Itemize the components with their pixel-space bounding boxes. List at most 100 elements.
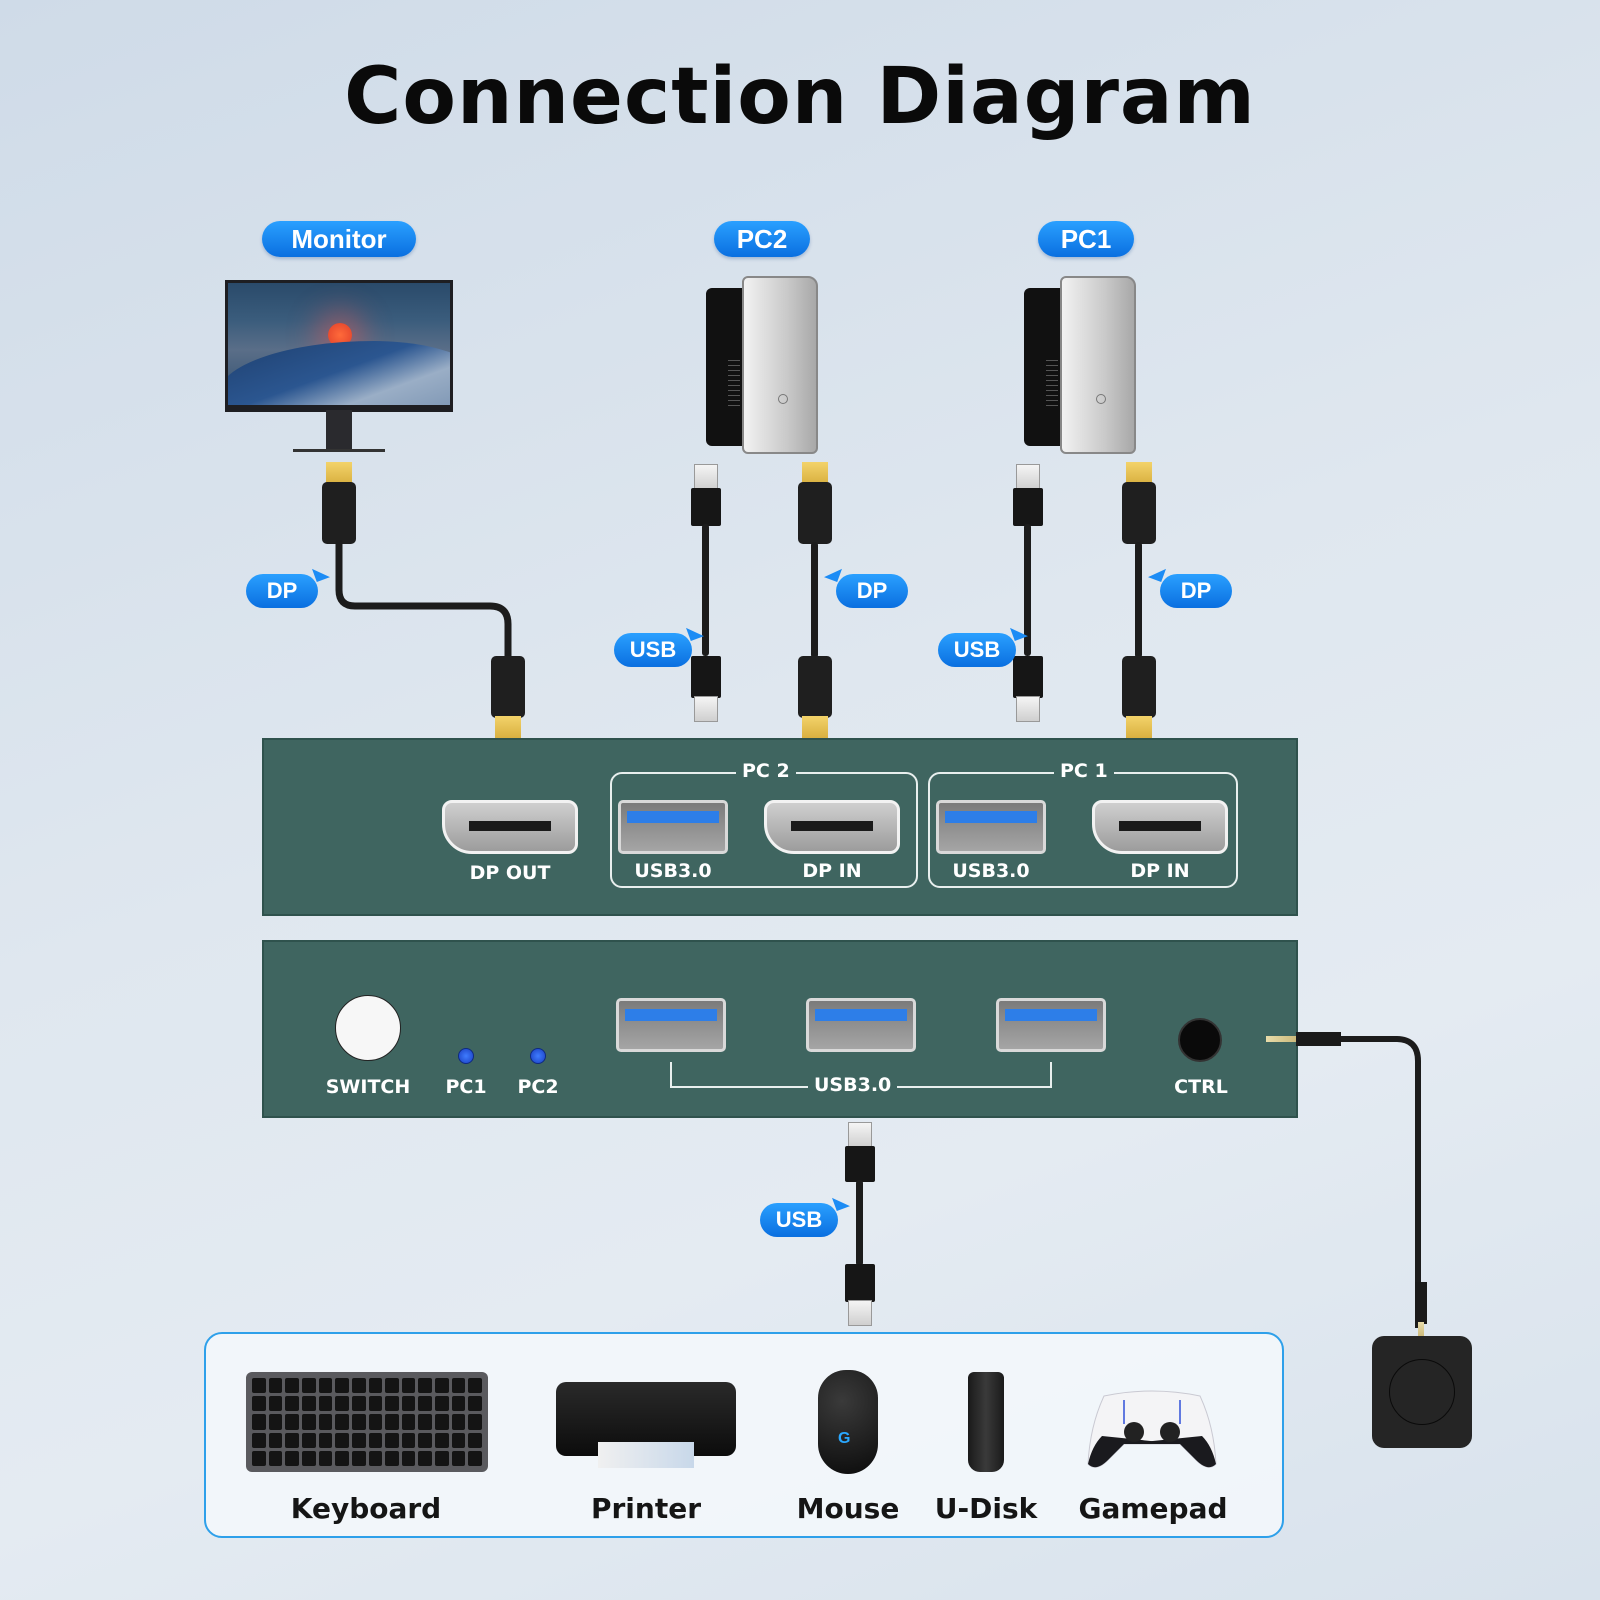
printer-paper-graphic [598,1442,694,1468]
pc2-usb-cable [702,524,709,656]
keyboard-key [351,1432,366,1448]
keyboard-key [401,1432,416,1448]
keyboard-key [385,1450,399,1466]
dp-connector-tip [802,462,828,484]
keyboard-key [252,1414,266,1430]
monitor-label: Monitor [262,221,416,257]
aux-plug-housing [1415,1282,1427,1324]
keyboard-key [435,1378,449,1394]
pc2-dp-in-port[interactable] [764,800,900,854]
remote-button-ring [1389,1359,1455,1425]
front-usb-port-3[interactable] [996,998,1106,1052]
keyboard-key [451,1396,466,1412]
keyboard-key [468,1432,482,1448]
keyboard-key [468,1378,482,1394]
pc1-tower-icon [1024,276,1136,456]
ctrl-audio-jack[interactable] [1178,1018,1222,1062]
kvm-front-panel: SWITCH PC1 PC2 USB3.0 CTRL [262,940,1298,1118]
keyboard-key [451,1432,466,1448]
keyboard-key [368,1378,383,1394]
dp-plug-icon [1122,656,1156,718]
pc1-group-title: PC 1 [1054,760,1114,782]
peripheral-label-udisk: U-Disk [934,1492,1038,1525]
gamepad-icon [1087,1390,1217,1468]
keyboard-key [435,1450,449,1466]
keyboard-key [318,1450,333,1466]
peripheral-label-gamepad: Gamepad [1078,1492,1228,1525]
usb-connector-tip [694,464,718,490]
keyboard-key [318,1396,333,1412]
monitor-base [293,449,385,452]
dp-out-port[interactable] [442,800,578,854]
keyboard-key [268,1414,283,1430]
keyboard-key [468,1414,482,1430]
keyboard-key [368,1396,383,1412]
dp-plug-icon [491,656,525,718]
switch-label: SWITCH [325,1076,411,1098]
usb-plug-icon [691,488,721,526]
kvm-back-panel: DP OUT PC 2 USB3.0 DP IN PC 1 USB3.0 DP … [262,738,1298,916]
mouse-icon: G [818,1370,878,1474]
keyboard-key [268,1432,283,1448]
keyboard-key [418,1396,433,1412]
keyboard-key [451,1414,466,1430]
usb-plug-icon [691,656,721,698]
pc1-label: PC1 [1038,221,1134,257]
keyboard-key [268,1450,283,1466]
usb-connector-tip [1016,464,1040,490]
pc2-dp-cable [811,542,818,658]
usb-connector-tip [694,696,718,722]
ctrl-aux-cable [1296,1032,1421,1328]
usb-drive-icon [968,1372,1004,1472]
monitor-icon [225,280,453,412]
monitor-dp-cable [335,540,512,660]
keyboard-key [418,1450,433,1466]
remote-switch-puck[interactable] [1372,1336,1472,1448]
front-usb-port-2[interactable] [806,998,916,1052]
dp-connector-tip [326,462,352,484]
pc1-usb-port[interactable] [936,800,1046,854]
keyboard-key [401,1396,416,1412]
pc2-led-label: PC2 [517,1076,559,1098]
keyboard-key [301,1396,316,1412]
usb-connector-tip [848,1300,872,1326]
usb-connector-tip [1016,696,1040,722]
usb-cable-tag: USB [760,1203,838,1237]
usb-plug-icon [845,1264,875,1302]
keyboard-key [301,1450,316,1466]
front-usb-label: USB3.0 [808,1074,898,1096]
dp-connector-tip [802,716,828,738]
keyboard-key [285,1450,299,1466]
keyboard-key [301,1432,316,1448]
keyboard-key [401,1378,416,1394]
monitor-stand [326,410,352,450]
keyboard-key [351,1414,366,1430]
peripherals-tray: Keyboard Printer G Mouse U-Disk Gamepad [204,1332,1284,1538]
keyboard-key [351,1396,366,1412]
keyboard-key [301,1378,316,1394]
dp-connector-tip [1126,462,1152,484]
keyboard-key [418,1432,433,1448]
keyboard-key [385,1432,399,1448]
pc2-usb-port[interactable] [618,800,728,854]
diagram-title: Connection Diagram [344,52,1256,142]
pc1-dp-in-port[interactable] [1092,800,1228,854]
keyboard-key [318,1378,333,1394]
pc2-label: PC2 [714,221,810,257]
dune-graphic [228,341,450,405]
pc1-usb-label: USB3.0 [952,860,1030,882]
pc1-led-indicator [458,1048,474,1064]
peripheral-label-mouse: Mouse [796,1492,900,1525]
keyboard-key [351,1378,366,1394]
peripheral-usb-cable [856,1180,863,1266]
keyboard-key [385,1396,399,1412]
pc2-dp-in-label: DP IN [802,860,862,882]
keyboard-key [335,1432,349,1448]
front-usb-port-1[interactable] [616,998,726,1052]
switch-button[interactable] [335,995,401,1061]
keyboard-key [435,1396,449,1412]
keyboard-icon [246,1372,488,1472]
keyboard-key [335,1414,349,1430]
aux-plug-tip [1418,1322,1424,1338]
aux-plug-tip [1266,1036,1300,1042]
